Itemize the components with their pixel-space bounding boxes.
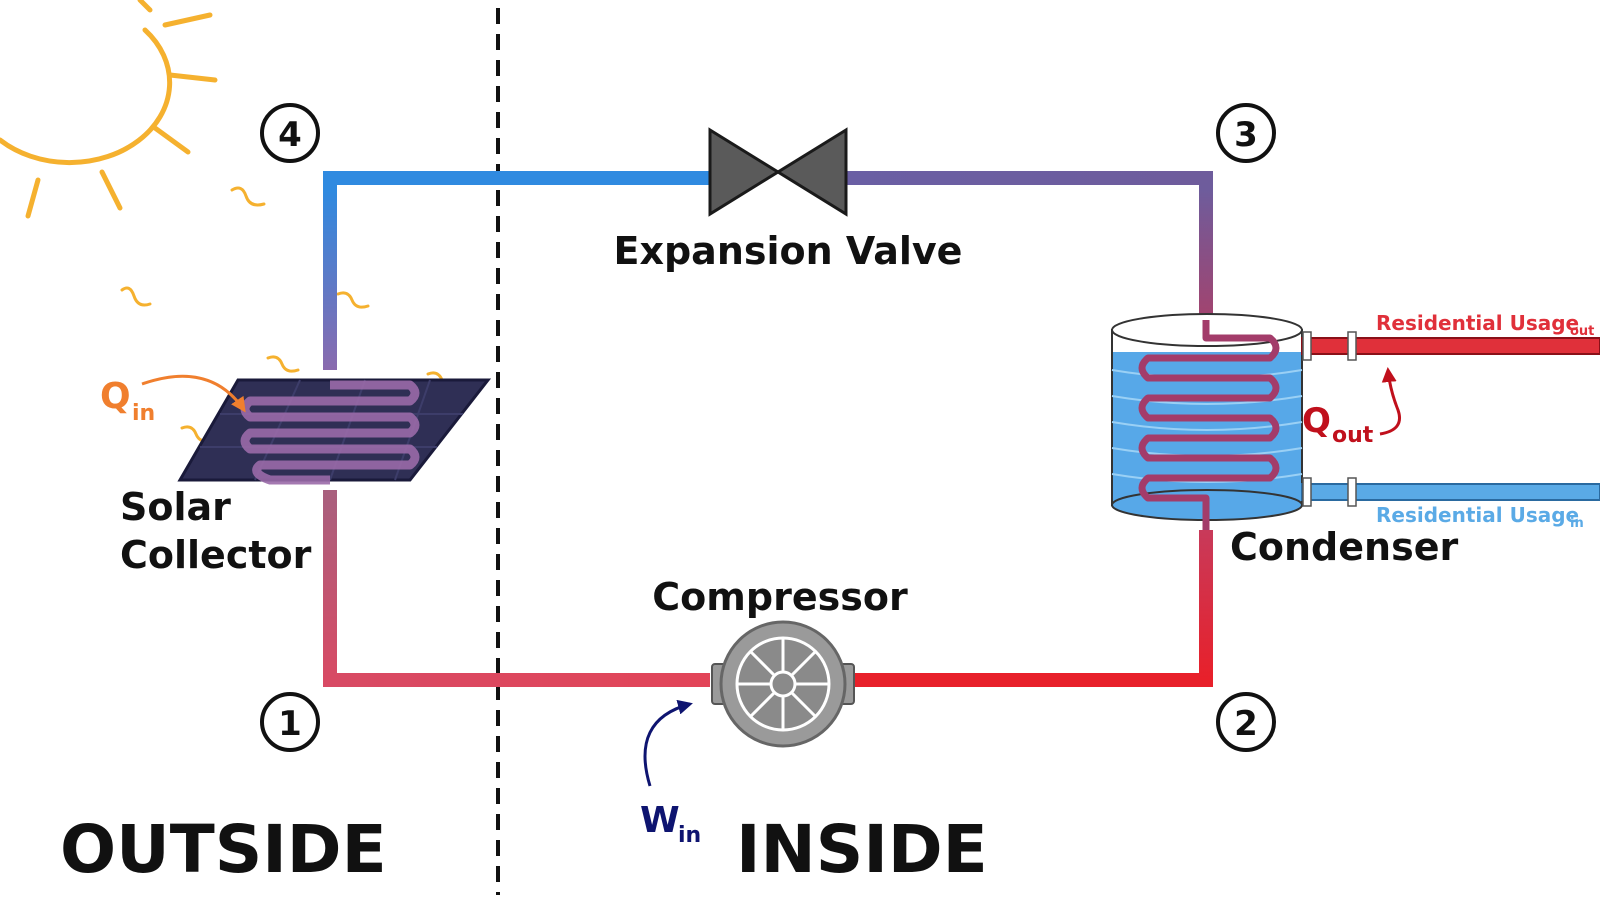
w-in-label: W in <box>640 800 701 848</box>
expansion-valve-label: Expansion Valve <box>614 229 963 273</box>
q-out-sub: out <box>1332 423 1374 448</box>
condenser-tank-icon <box>1111 313 1303 530</box>
residential-out-sub: out <box>1570 324 1594 339</box>
state-marker-3: 3 <box>1216 103 1276 163</box>
w-in-sub: in <box>678 823 701 848</box>
compressor-label: Compressor <box>652 575 908 619</box>
inside-label: INSIDE <box>736 811 988 888</box>
residential-in-pipe <box>1301 477 1600 507</box>
residential-in-base: Residential Usage <box>1376 503 1579 527</box>
state-marker-2: 2 <box>1216 692 1276 752</box>
solar-collector-label-line1: Solar <box>120 485 231 529</box>
residential-in-sub: in <box>1570 516 1584 531</box>
state-number-3: 3 <box>1234 115 1258 155</box>
outside-label: OUTSIDE <box>60 811 387 888</box>
residential-out-pipe <box>1301 331 1600 361</box>
w-in-arrow <box>643 699 693 787</box>
solar-collector-icon <box>177 378 492 485</box>
residential-in-label: Residential Usage in <box>1376 503 1584 531</box>
q-in-sub: in <box>132 401 155 426</box>
state-number-4: 4 <box>278 115 302 155</box>
residential-out-base: Residential Usage <box>1376 311 1579 335</box>
q-out-arrow <box>1379 367 1401 436</box>
q-in-base: Q <box>100 376 131 417</box>
q-out-label: Q out <box>1302 401 1374 448</box>
compressor-icon <box>711 620 855 748</box>
q-out-base: Q <box>1302 401 1331 441</box>
refrigerant-piping <box>323 171 1213 687</box>
q-in-label: Q in <box>100 376 155 426</box>
state-number-2: 2 <box>1234 704 1258 744</box>
sun-icon <box>0 0 218 219</box>
solar-collector-label-line2: Collector <box>120 533 312 577</box>
state-number-1: 1 <box>278 704 302 744</box>
state-marker-1: 1 <box>260 692 320 752</box>
condenser-label: Condenser <box>1230 525 1458 569</box>
q-in-arrow <box>141 374 246 413</box>
state-marker-4: 4 <box>260 103 320 163</box>
residential-out-label: Residential Usage out <box>1376 311 1594 339</box>
expansion-valve-icon <box>708 127 848 217</box>
w-in-base: W <box>640 800 680 841</box>
